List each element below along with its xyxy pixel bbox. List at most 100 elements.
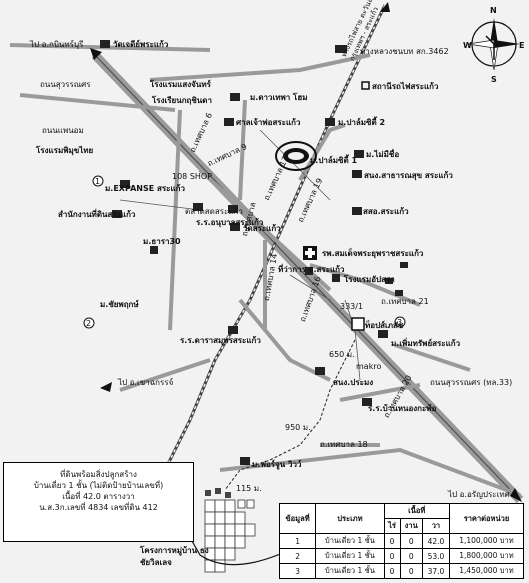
label-tops: ท็อปส์เภสัช xyxy=(365,321,404,330)
label-m-permsub: ม.เพิ่มทรัพย์สระแก้ว xyxy=(391,339,461,348)
cell-rai: 0 xyxy=(383,563,401,579)
cell-ngan: 0 xyxy=(399,548,423,564)
cell-rai: 0 xyxy=(383,533,401,549)
direction-arrows xyxy=(90,2,522,502)
label-sorpor: สสอ.สระแก้ว xyxy=(363,207,409,216)
label-to-kabinburi: ไป อ.กบินทร์บุรี xyxy=(30,40,84,49)
cell-type: บ้านเดี่ยว 1 ชั้น xyxy=(315,563,385,579)
label-dist-650: 650 ม. xyxy=(329,350,355,359)
secondary-roads xyxy=(9,43,521,497)
info-line-2: บ้านเดี่ยว 1 ชั้น (ไม่ติดป้ายบ้านเลขที่) xyxy=(33,481,164,490)
col-rai: ไร่ xyxy=(383,518,401,534)
label-thesaban21: ถ.เทศบาล 21 xyxy=(381,297,429,306)
label-railway-station: สถานีรถไฟสระแก้ว xyxy=(372,82,439,91)
cell-no: 2 xyxy=(278,548,317,564)
marker-3-label: 3 xyxy=(397,318,403,327)
label-m-thara: ม.ธารา30 xyxy=(143,237,181,246)
marker-2-label: 2 xyxy=(86,319,92,328)
cell-type: บ้านเดี่ยว 1 ชั้น xyxy=(315,533,385,549)
property-marker-icon xyxy=(351,317,365,331)
marker-1-label: 1 xyxy=(95,177,101,186)
cell-type: บ้านเดี่ยว 1 ชั้น xyxy=(315,548,385,564)
cell-wa: 53.0 xyxy=(421,548,450,564)
label-pratom: ร.ร.อนุบาลสระแก้ว xyxy=(196,218,264,227)
marker-3-icon xyxy=(394,316,406,328)
label-school-darasamut: ร.ร.ดาราสมุทรสระแก้ว xyxy=(180,336,261,345)
label-to-khao-chakan: ไป อ.เขาฉกรรจ์ xyxy=(118,378,174,387)
cell-no: 3 xyxy=(278,563,317,579)
label-chedi: วัดเจดีย์พระแก้ว xyxy=(113,40,169,49)
label-wat-sakaeo: ศาลเจ้าพ่อสระแก้ว xyxy=(236,118,301,127)
table-row: 2 บ้านเดี่ยว 1 ชั้น 0 0 53.0 1,800,000 บ… xyxy=(278,548,525,564)
label-health: สนง.สาธารณสุข สระแก้ว xyxy=(364,171,453,180)
label-office-land: สำนักงานที่ดินสระแก้ว xyxy=(58,210,136,219)
label-makro: makro xyxy=(356,362,382,371)
station-icon xyxy=(361,81,370,90)
label-shop108: 108 SHOP xyxy=(172,172,213,181)
col-ngan: งาน xyxy=(399,518,423,534)
compass-west: W xyxy=(463,41,472,50)
label-mu1: ม.ปาล์มซิตี้ 1 xyxy=(310,156,358,165)
info-line-4: น.ส.3ก.เลขที่ 4834 เลขที่ดิน 412 xyxy=(39,503,158,512)
marker-1-icon xyxy=(92,175,104,187)
compass-south: S xyxy=(491,75,497,84)
col-price: ราคาต่อหน่วย xyxy=(448,503,525,534)
cell-ngan: 0 xyxy=(399,563,423,579)
table-row: 3 บ้านเดี่ยว 1 ชั้น 0 0 37.0 1,450,000 บ… xyxy=(278,563,525,579)
cell-price: 1,800,000 บาท xyxy=(448,548,525,564)
label-m-fortune: ม.ฟอร์จูน วิวว์ xyxy=(252,460,302,469)
road-suwannason-edge xyxy=(94,54,521,501)
label-school-kritchinda: โรงเรียนกฤชินดา xyxy=(152,96,212,105)
col-area: เนื้อที่ xyxy=(383,503,450,519)
label-suwannason-33: ถนนสุวรรณศร (ทล.33) xyxy=(430,378,513,387)
label-project: โครงการหมู่บ้าน ธงชัยวิลเลจ xyxy=(140,546,209,567)
label-dist-950: 950 ม. xyxy=(285,423,311,432)
compass-rose-icon xyxy=(467,18,520,71)
property-info-box: ที่ดินพร้อมสิ่งปลูกสร้าง บ้านเดี่ยว 1 ชั… xyxy=(3,462,194,542)
cell-ngan: 0 xyxy=(399,533,423,549)
table-row: 1 บ้านเดี่ยว 1 ชั้น 0 0 42.0 1,100,000 บ… xyxy=(278,533,525,549)
cell-wa: 42.0 xyxy=(421,533,450,549)
col-no: ข้อมูลที่ xyxy=(278,503,317,534)
info-line-1: ที่ดินพร้อมสิ่งปลูกสร้าง xyxy=(60,470,137,479)
label-mansion: ม.ปาล์มซิตี้ 2 xyxy=(338,118,386,127)
label-school-bannong: ร.ร.บ้านหนองกะพ้อ xyxy=(368,404,437,413)
label-no-333: 333/1 xyxy=(340,302,364,311)
label-hotel2: โรงแรมอัปสรา xyxy=(344,275,395,284)
village-highlight xyxy=(205,488,231,498)
label-hotel-sakaeo: โรงแรมพิมุขไทย xyxy=(36,146,94,155)
label-dist-115: 115 ม. xyxy=(236,484,262,493)
label-to-aranyaprathet: ไป อ.อรัญประเทศ xyxy=(448,490,510,499)
label-wat-sakaeo2: วัดสระแก้ว xyxy=(243,224,281,233)
label-anuban: ม.ดาวเทพา โฮม xyxy=(250,93,308,102)
cell-rai: 0 xyxy=(383,548,401,564)
label-m-chiangtai: ม.ชัยพฤกษ์ xyxy=(100,300,139,309)
label-mu-maisue: ม.ไม่มีชื่อ xyxy=(366,150,400,159)
label-stadium-road: ถนนแพนอม xyxy=(42,126,84,135)
label-school-sangchan: โรงแรมแสงจันทร์ xyxy=(150,80,211,89)
compass-east: E xyxy=(519,41,525,50)
building-icons xyxy=(100,40,408,465)
col-wa: วา xyxy=(421,518,450,534)
label-market: ตลาดสดสระแก้ว xyxy=(185,207,243,216)
label-expanse: ม.EXPANSE สระแก้ว xyxy=(105,184,185,193)
hospital-cross-icon xyxy=(303,246,317,260)
label-district: ที่ว่าการ อ.สระแก้ว xyxy=(278,265,345,274)
route-dashed xyxy=(224,339,356,491)
cell-price: 1,100,000 บาท xyxy=(448,533,525,549)
cell-wa: 37.0 xyxy=(421,563,450,579)
price-table: ข้อมูลที่ ประเภท เนื้อที่ ราคาต่อหน่วย ไ… xyxy=(278,503,525,579)
village-grid xyxy=(204,499,256,573)
label-thesaban18: ถ.เทศบาล 18 xyxy=(320,440,368,449)
label-hw-3462: ทางหลวงชนบท สก.3462 xyxy=(360,47,449,56)
marker-2-icon xyxy=(83,317,95,329)
label-pracharat: สนง.ประมง xyxy=(333,378,374,387)
compass-north: N xyxy=(490,6,497,15)
col-type: ประเภท xyxy=(315,503,385,534)
stadium xyxy=(275,141,317,171)
label-suwannason: ถนนสุวรรณศร xyxy=(40,80,91,89)
cell-no: 1 xyxy=(278,533,317,549)
info-line-3: เนื้อที่ 42.0 ตารางวา xyxy=(62,492,135,501)
cell-price: 1,450,000 บาท xyxy=(448,563,525,579)
